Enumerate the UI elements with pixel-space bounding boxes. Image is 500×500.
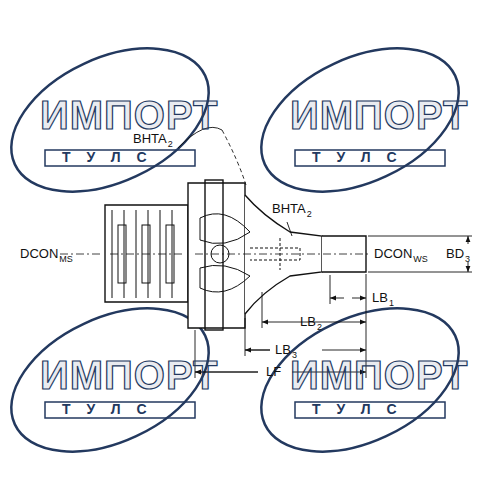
watermark-text: ИМПОРТ [290, 355, 469, 395]
length-label: LF [266, 365, 281, 378]
length-subscript: 2 [317, 323, 322, 332]
angle-label: BHTA [272, 202, 306, 215]
angle-subscript: 2 [307, 210, 312, 219]
diameter-label: BD [446, 247, 464, 260]
watermark-text: ТУЛС [312, 402, 413, 416]
watermark-ovals [0, 19, 481, 480]
diameter-label: DCON [20, 247, 58, 260]
watermark-text: ИМПОРТ [40, 95, 219, 135]
length-subscript: 3 [292, 351, 297, 360]
watermark-text: ТУЛС [312, 150, 413, 164]
length-label: LB [300, 315, 316, 328]
watermark-text: ИМПОРТ [40, 355, 219, 395]
angle-subscript: 2 [168, 140, 173, 149]
diameter-subscript: MS [59, 255, 73, 264]
watermark-text: ТУЛС [62, 402, 163, 416]
center-line [60, 254, 370, 255]
length-label: LB [275, 343, 291, 356]
length-label: LB [372, 291, 388, 304]
watermark-text: ИМПОРТ [290, 95, 469, 135]
holder-body [105, 180, 366, 330]
diameter-label: DCON [374, 247, 412, 260]
internal-features [200, 214, 300, 292]
length-subscript: 1 [389, 299, 394, 308]
diameter-subscript: WS [413, 255, 428, 264]
diameter-subscript: 3 [465, 255, 470, 264]
angle-label: BHTA [133, 132, 167, 145]
dimension-lines [178, 127, 472, 378]
watermark-text: ТУЛС [62, 150, 163, 164]
